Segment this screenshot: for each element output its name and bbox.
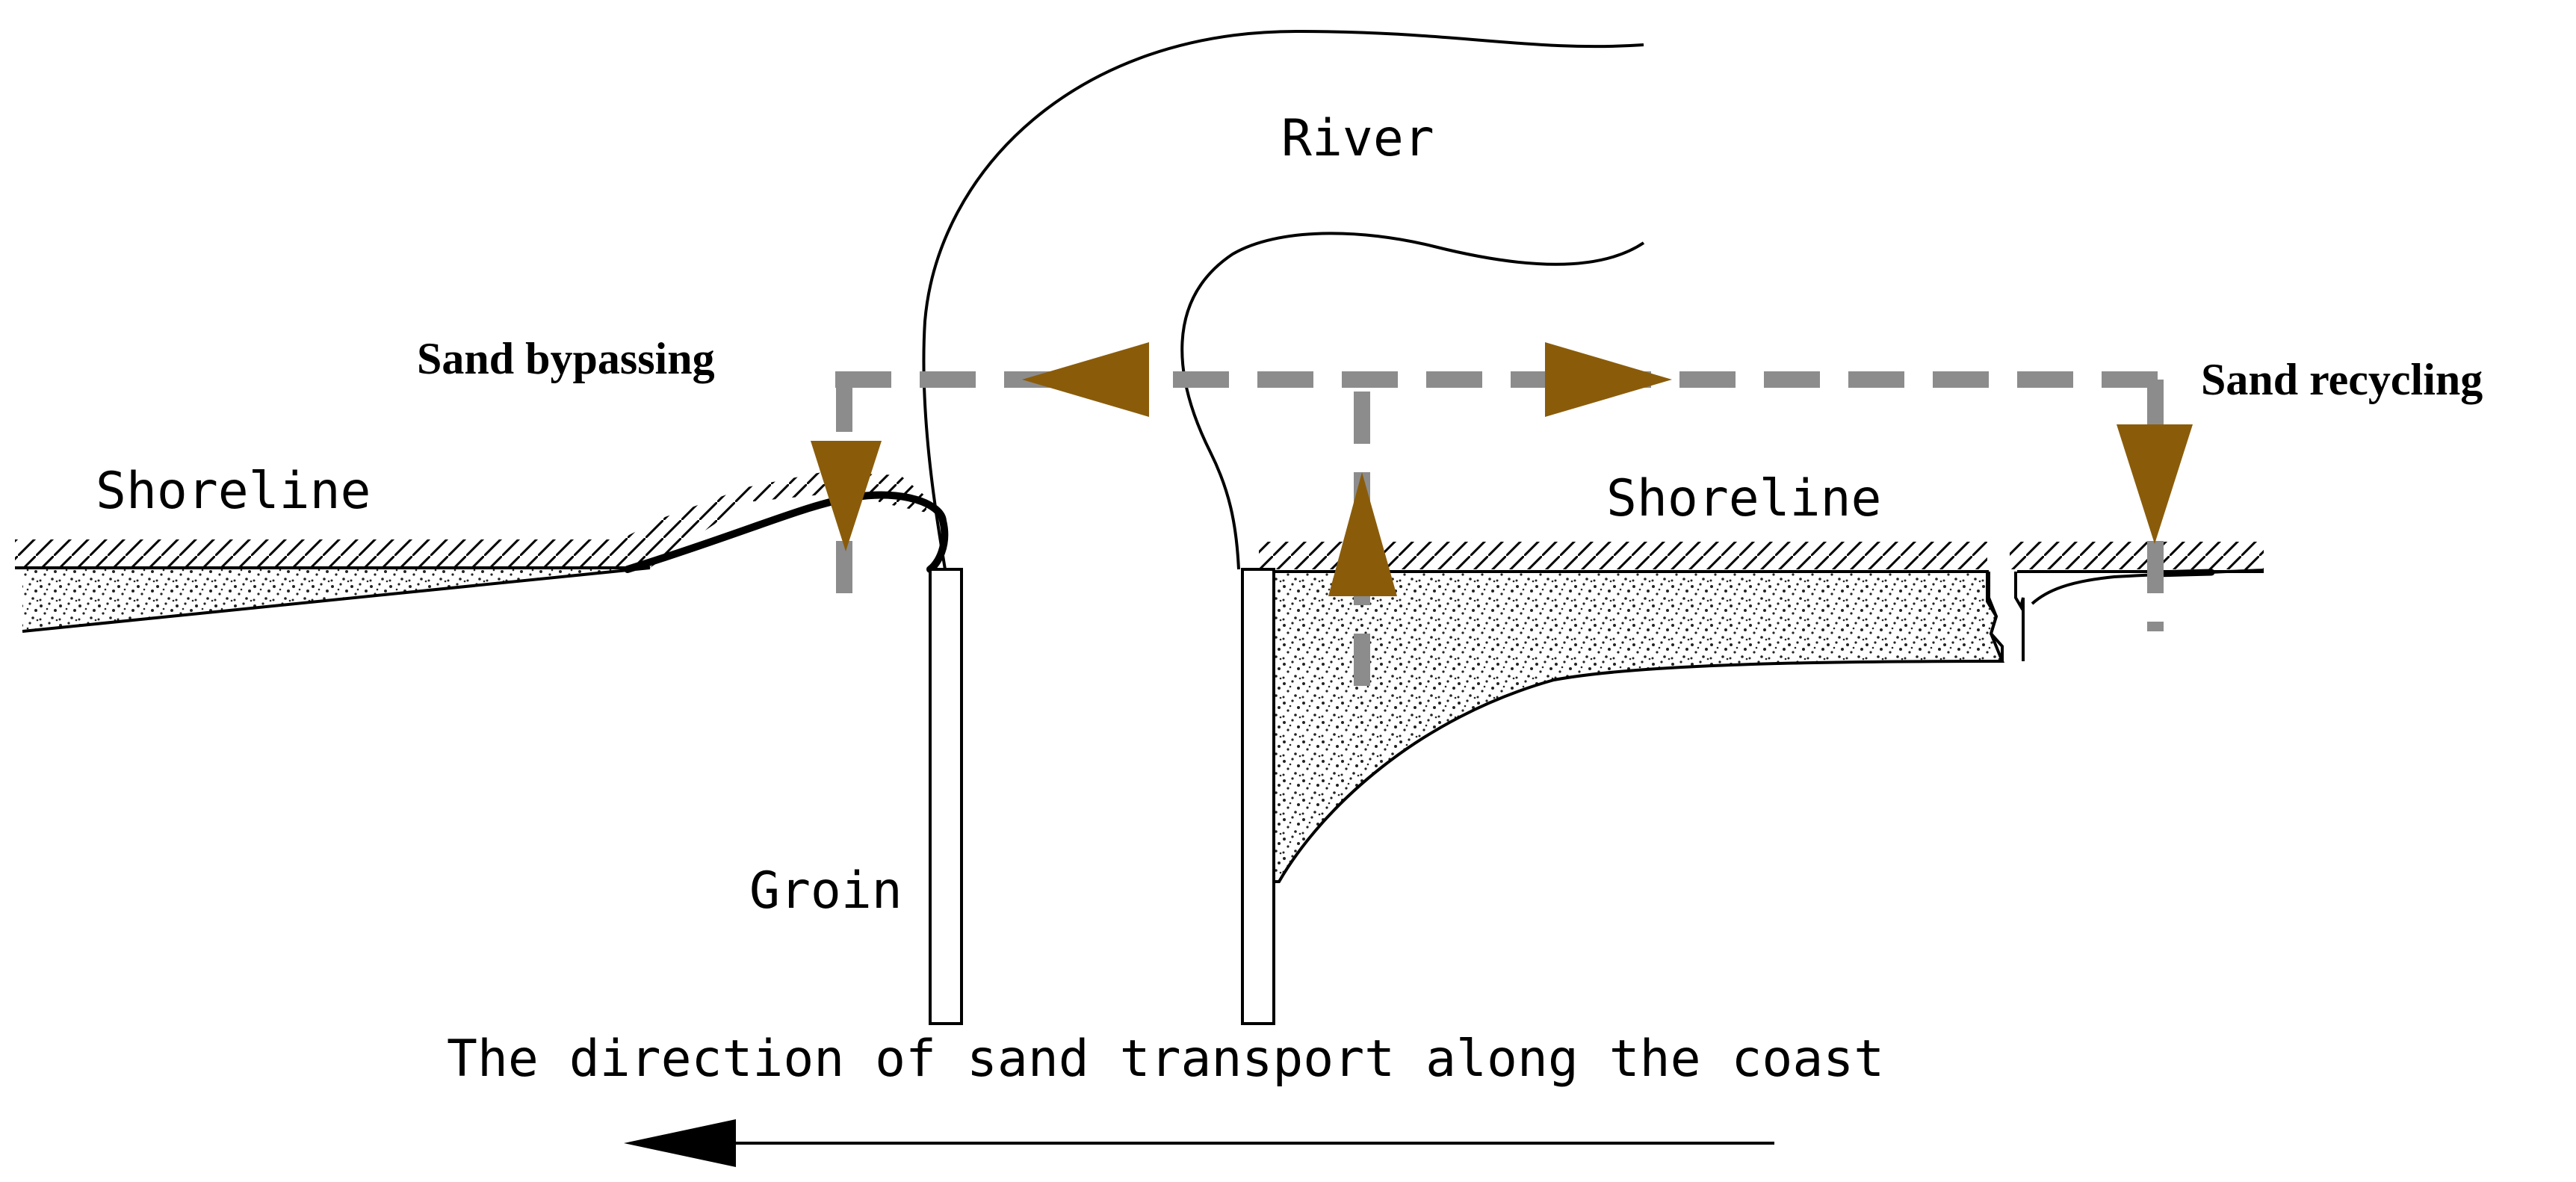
left-sand-bottom-edge [22, 566, 651, 633]
groin-label: Groin [749, 861, 902, 920]
arrow-down-bypass [811, 441, 882, 551]
right-groin [1241, 568, 1275, 1025]
left-shore [15, 472, 949, 633]
left-shore-hatching [15, 472, 926, 568]
left-groin [929, 568, 963, 1025]
transport-arrow-head [624, 1119, 736, 1167]
arrow-left-head [1022, 342, 1149, 417]
sand-recycling-label: Sand recycling [2201, 355, 2483, 404]
right-shore-hatching [1259, 542, 1987, 569]
far-right-shoreline-curve [2031, 569, 2264, 605]
river-bank-right [1180, 232, 1645, 570]
left-shoreline-curve [624, 491, 949, 573]
arrow-down-recycling [2117, 424, 2193, 544]
longshore-transport-arrow [624, 1119, 1774, 1167]
transport-direction-label: The direction of sand transport along th… [447, 1030, 1884, 1089]
shoreline-left-label: Shoreline [96, 462, 371, 521]
far-right-shoreline-heavy [2152, 569, 2215, 578]
arrow-up-pickup [1328, 472, 1397, 596]
right-shore [1255, 542, 2264, 883]
transfer-arrows [811, 342, 2193, 596]
arrow-right-head [1545, 342, 1672, 417]
right-shore-hatching-far [2010, 542, 2264, 569]
river-label: River [1281, 109, 1434, 168]
right-shore-step-gap [1987, 572, 2025, 661]
sand-bypassing-label: Sand bypassing [417, 334, 715, 383]
shoreline-right-label: Shoreline [1606, 469, 1881, 528]
river-bank-left [922, 29, 1644, 570]
right-sand-deposit [1269, 570, 2004, 883]
